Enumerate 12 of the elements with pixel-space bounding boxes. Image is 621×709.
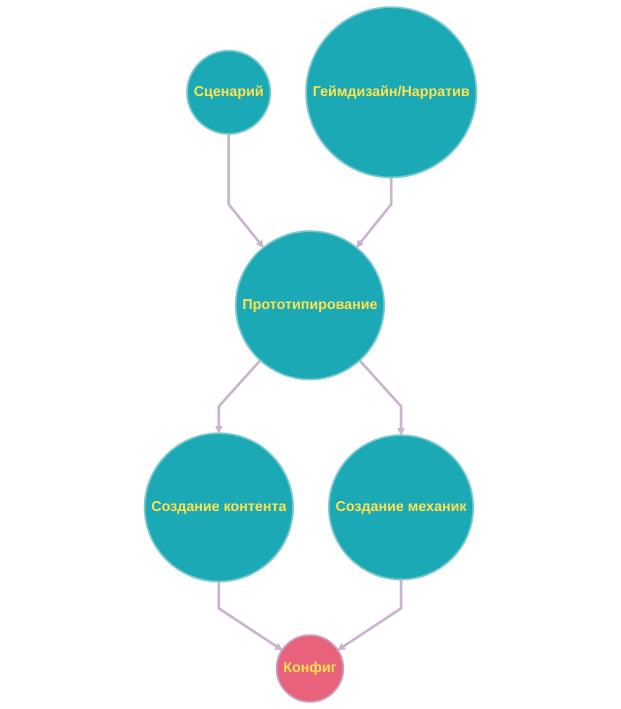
- node-circle: Конфиг: [276, 634, 344, 703]
- arrow: [227, 134, 264, 248]
- node-circle: Геймдизайн/Нарратив: [305, 6, 478, 178]
- arrow: [214, 360, 262, 434]
- arrow: [337, 580, 402, 650]
- arrow: [356, 178, 393, 248]
- arrow: [358, 360, 405, 436]
- node-circle: Сценарий: [186, 50, 272, 135]
- node-circle: Прототипирование: [234, 230, 386, 380]
- node-circle: Создание механик: [328, 434, 474, 580]
- node-circle: Создание контента: [144, 432, 294, 582]
- arrow: [218, 582, 282, 650]
